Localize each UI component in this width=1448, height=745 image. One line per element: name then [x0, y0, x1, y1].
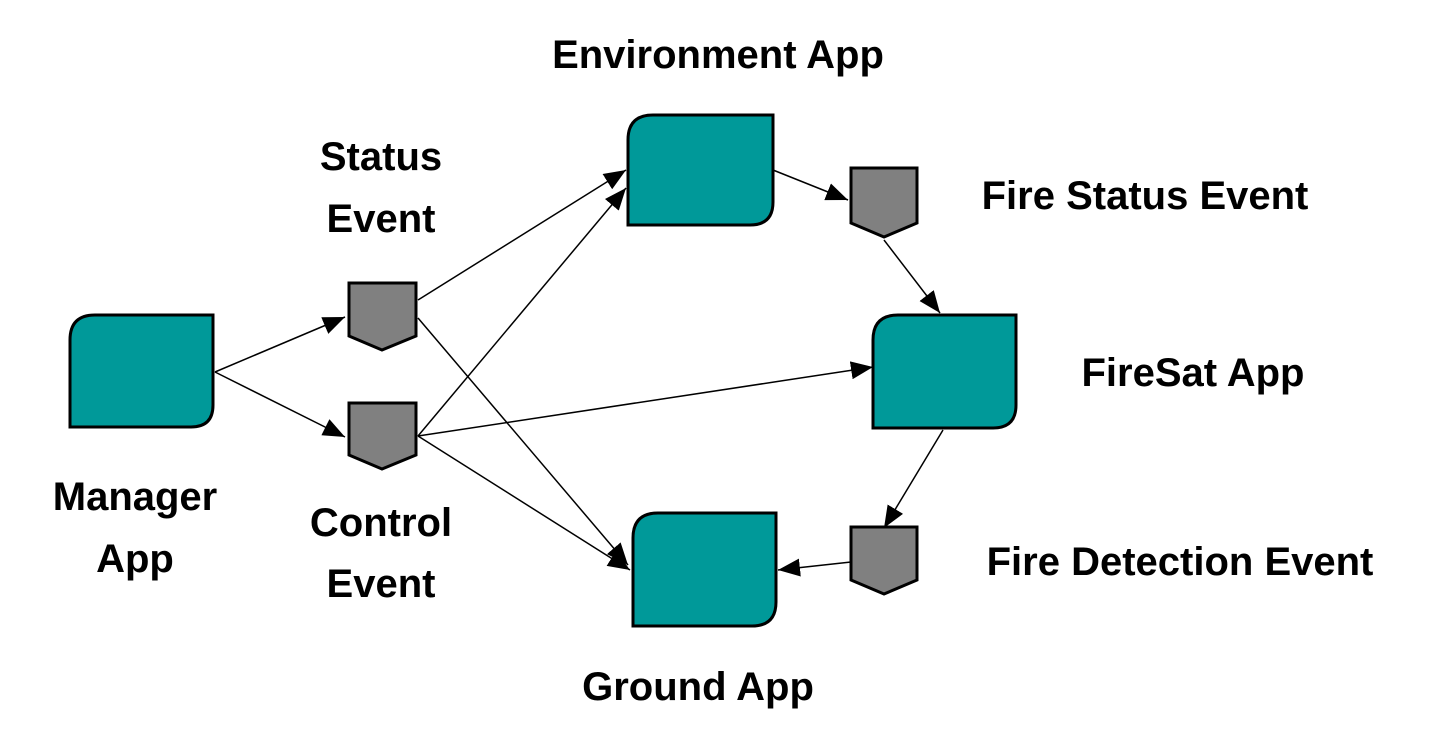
edge-firesat-to-firedetection — [883, 429, 944, 529]
status-event-label-line1: Status — [320, 135, 442, 179]
manager-app-node — [68, 313, 215, 429]
control-event-node — [347, 401, 418, 471]
fire-detection-event-label: Fire Detection Event — [987, 540, 1374, 584]
status-event-node — [347, 281, 418, 352]
environment-app-node — [626, 113, 775, 227]
edge-manager-to-status — [214, 316, 346, 373]
edge-control-to-firesat — [417, 361, 874, 437]
control-event-label-line2: Event — [327, 562, 436, 606]
edge-control-to-environment — [417, 187, 627, 437]
app-nodes — [68, 113, 1018, 628]
ground-app-label: Ground App — [582, 665, 814, 709]
edge-firedetection-to-ground — [777, 558, 852, 577]
firesat-app-label: FireSat App — [1082, 351, 1305, 395]
edge-firestatus-to-firesat — [883, 239, 941, 314]
ground-app-node — [631, 511, 778, 628]
environment-app-label: Environment App — [552, 33, 884, 77]
manager-app-label-line2: App — [96, 537, 174, 581]
event-nodes — [347, 166, 919, 596]
edge-manager-to-control — [214, 371, 346, 438]
fire-status-event-node — [849, 166, 919, 239]
fire-status-event-label: Fire Status Event — [982, 174, 1309, 218]
edge-status-to-ground — [417, 317, 629, 566]
status-event-label-line2: Event — [327, 197, 436, 241]
fire-detection-event-node — [849, 525, 919, 596]
edge-environment-to-firestatus — [772, 169, 849, 201]
control-event-label-line1: Control — [310, 501, 452, 545]
edge-control-to-ground — [417, 435, 631, 571]
edge-status-to-environment — [417, 169, 627, 301]
labels: Manager App Status Event Control Event E… — [53, 33, 1374, 709]
firesat-app-node — [871, 313, 1018, 430]
edges — [214, 169, 944, 577]
manager-app-label-line1: Manager — [53, 475, 218, 519]
